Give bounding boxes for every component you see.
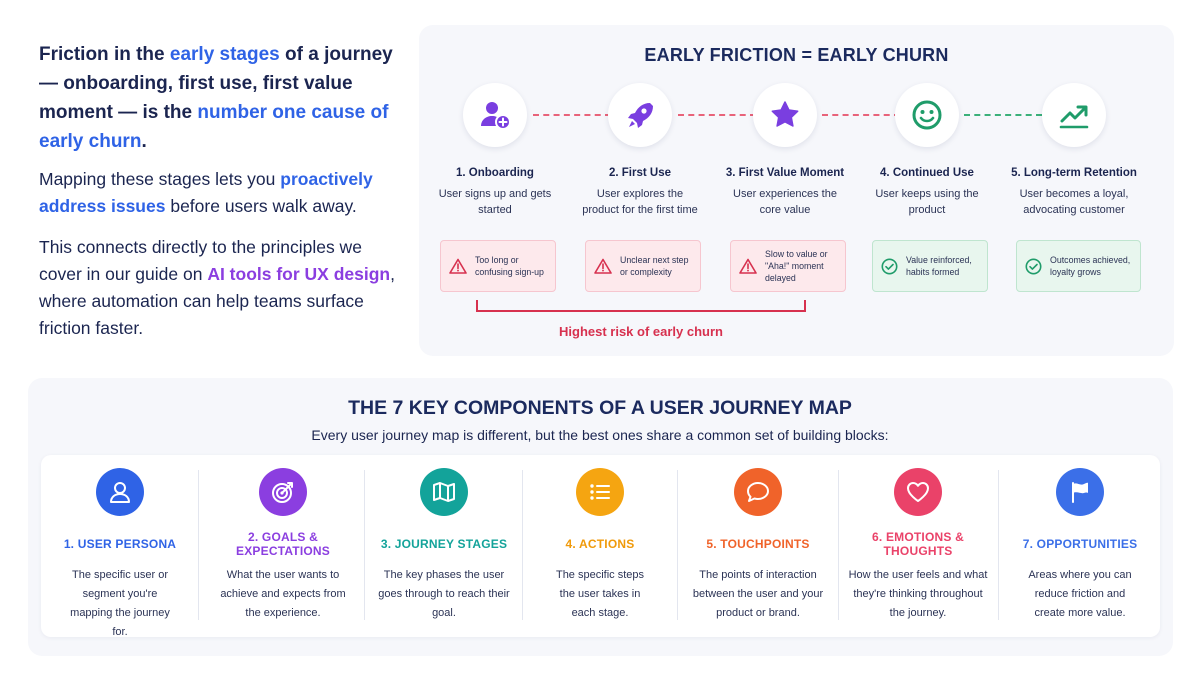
flag-icon [1056, 468, 1104, 516]
intro-para2-part: This connects directly to the principles… [39, 237, 362, 284]
stage-desc: User explores the product for the first … [582, 188, 698, 216]
component-desc: The specific user or segment you're mapp… [70, 569, 170, 638]
component-opportunities: 7. OPPORTUNITIES Areas where you can red… [1008, 468, 1152, 623]
warning-icon [739, 258, 757, 274]
friction-warning-box: Unclear next step or complexity [585, 240, 701, 292]
trend-up-icon [1042, 83, 1106, 147]
connector-line-positive [964, 114, 1042, 116]
stage-name: 4. Continued Use [880, 167, 974, 179]
component-desc: The specific steps the user takes in eac… [555, 569, 645, 619]
component-actions: 4. ACTIONS The specific steps the user t… [530, 468, 670, 623]
intro-lead: Friction in the early stages of a journe… [39, 40, 409, 156]
intro-para-part: Mapping these stages lets you [39, 169, 281, 189]
components-title: THE 7 KEY COMPONENTS OF A USER JOURNEY M… [348, 397, 852, 419]
component-journey-stages: 3. JOURNEY STAGES The key phases the use… [372, 468, 516, 623]
connector-line [533, 114, 611, 116]
success-text: Outcomes achieved, loyalty grows [1050, 255, 1131, 277]
user-icon [96, 468, 144, 516]
list-icon [576, 468, 624, 516]
intro-lead-highlight: number one cause of early churn [39, 102, 389, 152]
stage-name: 3. First Value Moment [725, 167, 845, 179]
component-desc: Areas where you can reduce friction and … [1028, 569, 1132, 619]
warning-icon [449, 258, 467, 274]
column-divider [677, 470, 678, 620]
chat-icon [734, 468, 782, 516]
components-subtitle: Every user journey map is different, but… [311, 427, 889, 443]
target-icon [259, 468, 307, 516]
check-circle-icon [881, 258, 898, 274]
stage-desc: User experiences the core value [733, 188, 837, 216]
success-text: Value reinforced, habits formed [906, 255, 972, 277]
star-icon [753, 83, 817, 147]
intro-para2-part: , where automation can help teams surfac… [39, 264, 395, 338]
component-name: 1. USER PERSONA [63, 537, 177, 551]
connector-line [822, 114, 900, 116]
risk-bracket [476, 300, 806, 312]
component-goals-expectations: 2. GOALS & EXPECTATIONS What the user wa… [210, 468, 356, 623]
stage-first-use: 2. First Use User explores the product f… [570, 83, 710, 218]
check-circle-icon [1025, 258, 1042, 274]
component-name: 6. EMOTIONS & THOUGHTS [872, 530, 964, 558]
connector-line [678, 114, 756, 116]
stage-name: 1. Onboarding [456, 167, 534, 179]
column-divider [198, 470, 199, 620]
intro-lead-part: of a journey — onboarding, first use, fi… [39, 44, 393, 123]
friction-success-box: Value reinforced, habits formed [872, 240, 988, 292]
component-user-persona: 1. USER PERSONA The specific user or seg… [50, 468, 190, 642]
component-desc: The points of interaction between the us… [692, 569, 824, 619]
intro-text: Friction in the early stages of a journe… [39, 40, 409, 342]
stage-desc: User keeps using the product [875, 188, 979, 216]
intro-lead-highlight: early stages [169, 44, 280, 65]
heart-icon [894, 468, 942, 516]
warning-text: Too long or confusing sign-up [475, 255, 544, 277]
stage-onboarding: 1. Onboarding User signs up and gets sta… [425, 83, 565, 218]
component-name: 4. ACTIONS [565, 537, 635, 551]
friction-warning-box: Too long or confusing sign-up [440, 240, 556, 292]
intro-para-highlight: proactively address issues [39, 169, 373, 216]
component-name: 2. GOALS & EXPECTATIONS [236, 530, 330, 558]
column-divider [838, 470, 839, 620]
stage-first-value-moment: 3. First Value Moment User experiences t… [715, 83, 855, 218]
component-name: 7. OPPORTUNITIES [1022, 537, 1138, 551]
intro-paragraph-mapping: Mapping these stages lets you proactivel… [39, 166, 409, 220]
smile-icon [895, 83, 959, 147]
stage-name: 2. First Use [609, 167, 671, 179]
component-desc: The key phases the user goes through to … [378, 569, 510, 619]
component-desc: How the user feels and what they're thin… [848, 569, 988, 619]
friction-title: EARLY FRICTION = EARLY CHURN [644, 45, 949, 65]
stage-continued-use: 4. Continued Use User keeps using the pr… [857, 83, 997, 218]
component-emotions-thoughts: 6. EMOTIONS & THOUGHTS How the user feel… [846, 468, 990, 623]
column-divider [522, 470, 523, 620]
stage-long-term-retention: 5. Long-term Retention User becomes a lo… [1001, 83, 1147, 218]
component-desc: What the user wants to achieve and expec… [220, 569, 346, 619]
stage-name: 5. Long-term Retention [1011, 167, 1137, 179]
friction-panel: EARLY FRICTION = EARLY CHURN 1. Onboardi… [419, 25, 1174, 356]
warning-text: Unclear next step or complexity [620, 255, 689, 277]
component-touchpoints: 5. TOUCHPOINTS The points of interaction… [686, 468, 830, 623]
guide-link[interactable]: AI tools for UX design [207, 264, 391, 284]
stage-desc: User signs up and gets started [438, 188, 552, 216]
rocket-icon [608, 83, 672, 147]
user-plus-icon [463, 83, 527, 147]
stage-desc: User becomes a loyal, advocating custome… [1019, 188, 1129, 216]
intro-lead-part: . [141, 131, 147, 152]
component-name: 5. TOUCHPOINTS [706, 537, 810, 551]
map-icon [420, 468, 468, 516]
risk-label: Highest risk of early churn [559, 324, 723, 339]
component-name: 3. JOURNEY STAGES [380, 537, 508, 551]
intro-lead-part: Friction in the [39, 44, 170, 65]
intro-para-part: before users walk away. [165, 196, 357, 216]
warning-icon [594, 258, 612, 274]
warning-text: Slow to value or "Aha!" moment delayed [765, 249, 828, 283]
column-divider [998, 470, 999, 620]
intro-paragraph-guide: This connects directly to the principles… [39, 234, 409, 342]
friction-success-box: Outcomes achieved, loyalty grows [1016, 240, 1141, 292]
column-divider [364, 470, 365, 620]
friction-warning-box: Slow to value or "Aha!" moment delayed [730, 240, 846, 292]
